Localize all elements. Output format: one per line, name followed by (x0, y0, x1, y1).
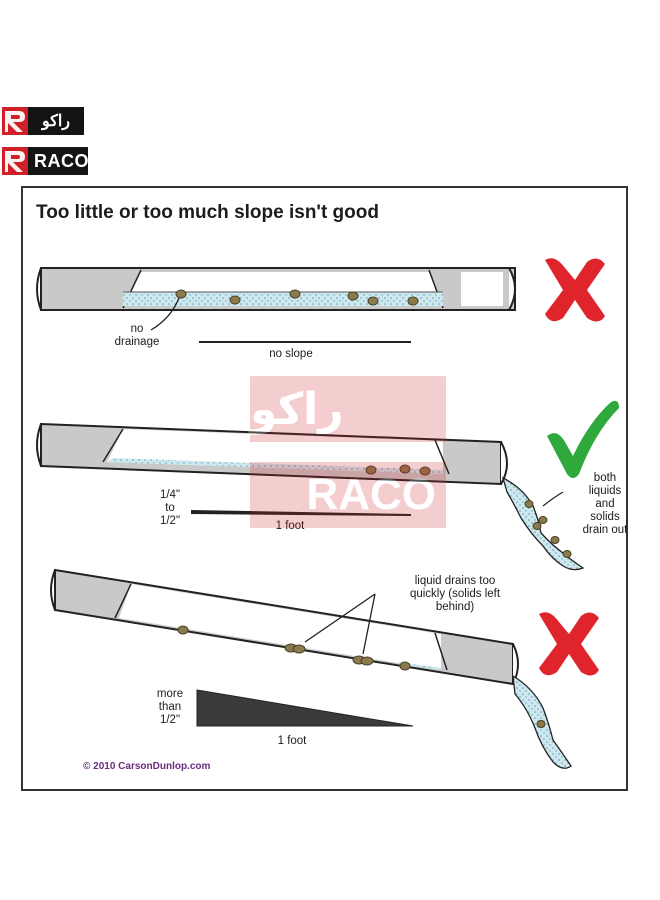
brand-name-latin: RACO (28, 147, 89, 175)
slope-wedge-small (191, 510, 411, 516)
flat-pipe (36, 267, 516, 311)
diagram-title: Too little or too much slope isn't good (36, 202, 379, 223)
copyright-notice: © 2010 CarsonDunlop.com (83, 761, 211, 772)
label-one-foot: 1 foot (277, 735, 307, 747)
sloped-pipe-correct (36, 422, 508, 486)
drain-outflow (501, 476, 585, 571)
solid-particle (524, 500, 572, 558)
solid-particle (175, 289, 419, 306)
label-no-drainage: no drainage (114, 323, 160, 348)
label-liquid-drains-too-quickly: liquid drains too quickly (solids left b… (409, 575, 501, 613)
raco-logo-latin: RACO (2, 147, 89, 175)
r-logo-icon (2, 107, 28, 135)
sloped-pipe-steep (50, 568, 519, 686)
cross-icon (539, 612, 599, 676)
solid-particle (365, 464, 431, 476)
raco-logo-arabic: راكو (2, 107, 84, 135)
label-one-foot: 1 foot (275, 520, 305, 532)
pointer-line (542, 491, 564, 507)
slope-diagram-panel: Too little or too much slope isn't good … (21, 186, 628, 791)
slope-diagram-illustration (36, 258, 619, 769)
cross-icon (545, 258, 605, 322)
pointer-line (304, 593, 376, 655)
label-quarter-to-half-inch: 1/4" to 1/2" (159, 489, 181, 527)
pointer-line (150, 297, 180, 331)
label-more-than-half-inch: more than 1/2" (156, 688, 184, 726)
slope-wedge-large (196, 689, 414, 727)
solid-particle (536, 720, 546, 728)
r-logo-icon (2, 147, 28, 175)
brand-name-arabic: راكو (28, 107, 84, 135)
solid-particle (177, 625, 411, 671)
label-both-drain: both liquids and solids drain out (582, 472, 628, 536)
label-no-slope: no slope (269, 348, 313, 360)
check-icon (547, 400, 619, 478)
